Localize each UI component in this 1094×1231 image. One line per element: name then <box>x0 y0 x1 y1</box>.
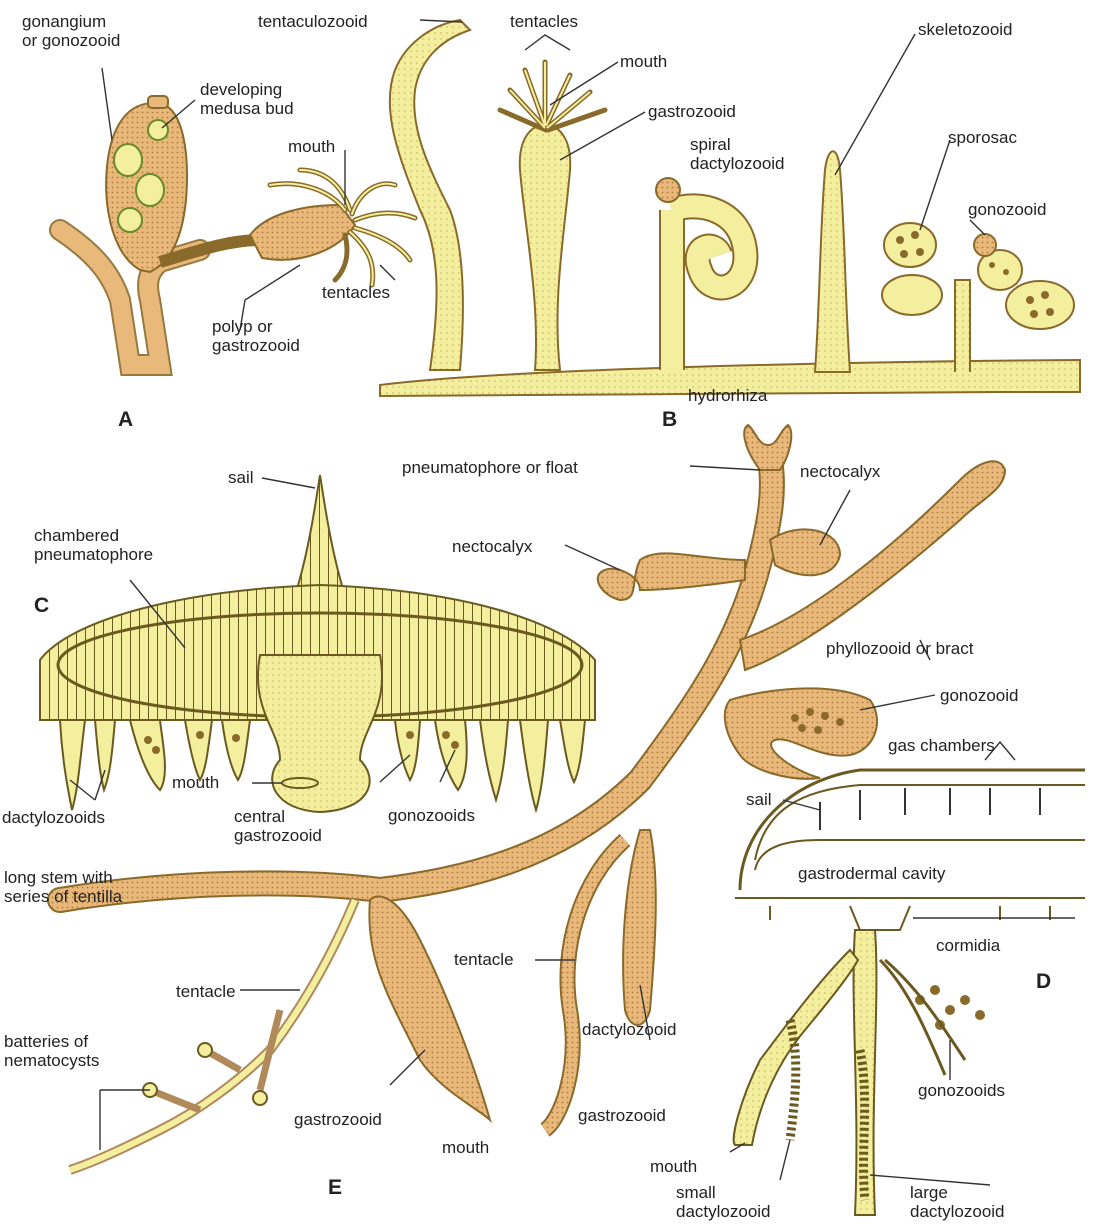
label-e-tentacle-mid: tentacle <box>454 950 514 969</box>
label-a-tentacles: tentacles <box>322 283 390 302</box>
label-phyllozooid: phyllozooid or bract <box>826 639 973 658</box>
label-long-stem: long stem with series of tentilla <box>4 868 122 906</box>
label-b-mouth: mouth <box>620 52 667 71</box>
label-d-gonozooids: gonozooids <box>918 1081 1005 1100</box>
panel-letter-e: E <box>328 1176 342 1200</box>
label-dactylozooids: dactylozooids <box>2 808 105 827</box>
dactylozooid-e-shape <box>623 830 656 1025</box>
label-e-tentacle-left: tentacle <box>176 982 236 1001</box>
panel-letter-a: A <box>118 408 133 432</box>
gastrozooid-b-shape <box>520 125 570 370</box>
gonozooid-e-shape <box>725 688 877 778</box>
label-d-sail: sail <box>746 790 772 809</box>
label-c-mouth: mouth <box>172 773 219 792</box>
label-c-gonozooids: gonozooids <box>388 806 475 825</box>
label-e-mouth: mouth <box>442 1138 489 1157</box>
label-small-dactylozooid: small dactylozooid <box>676 1183 771 1221</box>
label-gonangium: gonangium or gonozooid <box>22 12 120 50</box>
label-pneumatophore-float: pneumatophore or float <box>402 458 578 477</box>
panel-letter-b: B <box>662 408 677 432</box>
label-nectocalyx-right: nectocalyx <box>800 462 880 481</box>
sporosac-1 <box>884 223 936 267</box>
label-large-dactylozooid: large dactylozooid <box>910 1183 1005 1221</box>
d-gastrozooid-shape <box>734 950 858 1145</box>
label-skeletozooid: skeletozooid <box>918 20 1013 39</box>
label-central-gastrozooid: central gastrozooid <box>234 807 322 845</box>
label-b-gonozooid: gonozooid <box>968 200 1046 219</box>
label-tentaculozooid: tentaculozooid <box>258 12 368 31</box>
label-hydrorhiza: hydrorhiza <box>688 386 767 405</box>
label-c-sail: sail <box>228 468 254 487</box>
label-b-gastrozooid: gastrozooid <box>648 102 736 121</box>
label-e-gastrozooid-right: gastrozooid <box>578 1106 666 1125</box>
tentaculozooid-shape <box>390 20 470 370</box>
pneumatophore-shape <box>744 425 791 470</box>
skeletozooid-shape <box>815 151 850 372</box>
label-polyp: polyp or gastrozooid <box>212 317 300 355</box>
panel-letter-c: C <box>34 594 49 618</box>
panel-d-drawing <box>730 742 1085 1215</box>
label-e-gonozooid: gonozooid <box>940 686 1018 705</box>
polyp-body <box>250 205 355 260</box>
label-b-tentacles: tentacles <box>510 12 578 31</box>
label-gastrodermal-cavity: gastrodermal cavity <box>798 864 945 883</box>
label-batteries: batteries of nematocysts <box>4 1032 99 1070</box>
label-cormidia: cormidia <box>936 936 1000 955</box>
label-spiral-dactylozooid: spiral dactylozooid <box>690 135 785 173</box>
label-dactylozooid: dactylozooid <box>582 1020 677 1039</box>
nectocalyx-left-shape <box>598 553 745 600</box>
gastrozooid-e-shape <box>369 896 490 1120</box>
label-nectocalyx-left: nectocalyx <box>452 537 532 556</box>
panel-letter-d: D <box>1036 970 1051 994</box>
label-chambered-pneumatophore: chambered pneumatophore <box>34 526 153 564</box>
label-a-mouth: mouth <box>288 137 335 156</box>
label-gas-chambers: gas chambers <box>888 736 995 755</box>
label-e-gastrozooid: gastrozooid <box>294 1110 382 1129</box>
label-d-mouth: mouth <box>650 1157 697 1176</box>
label-medusa-bud: developing medusa bud <box>200 80 294 118</box>
label-sporosac: sporosac <box>948 128 1017 147</box>
central-gastrozooid-shape <box>258 655 382 812</box>
